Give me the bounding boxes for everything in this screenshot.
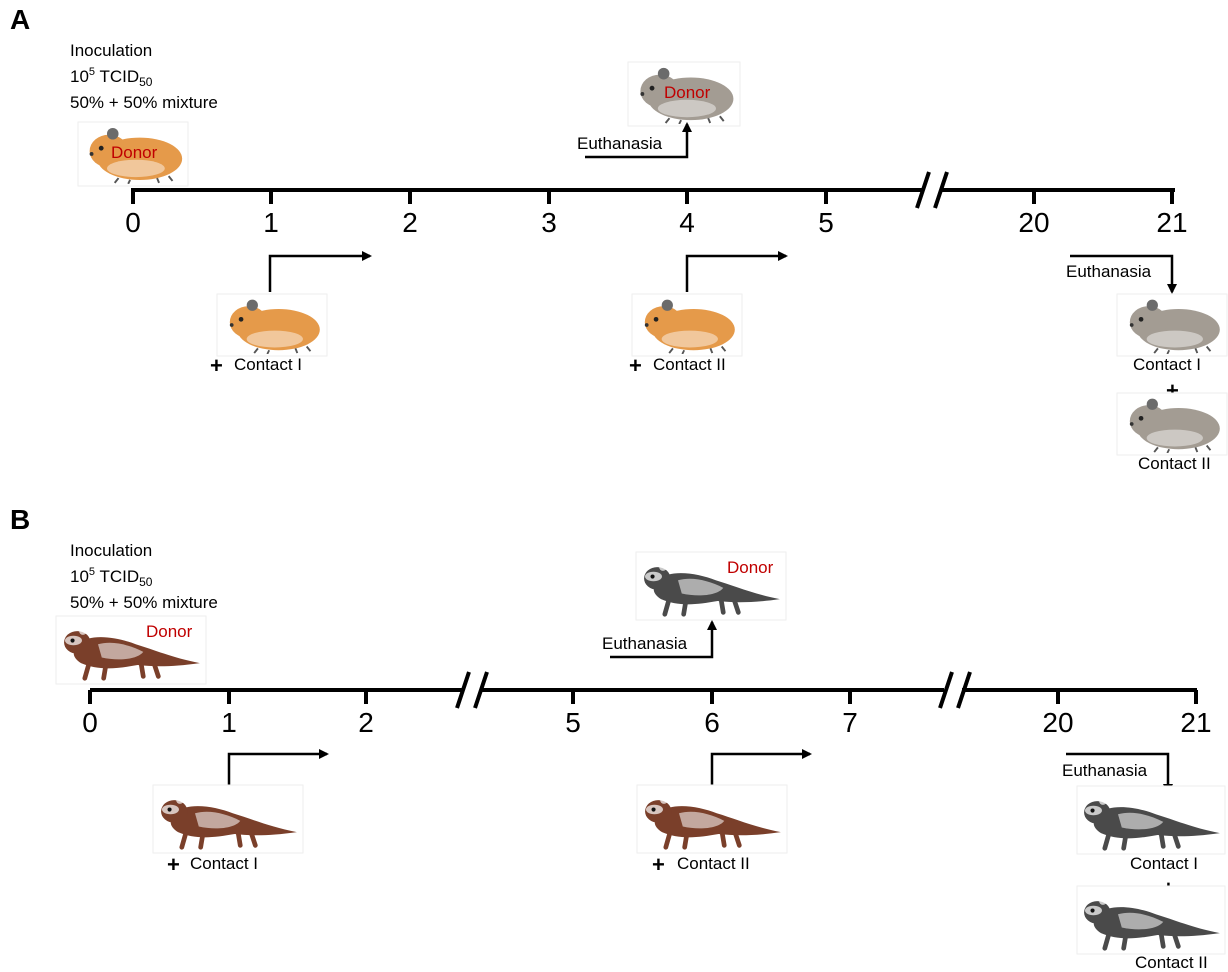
contact-ii-label: Contact II	[653, 355, 726, 374]
euthanasia-end-a: Euthanasia Contact I + Contact II	[1066, 256, 1227, 473]
contact-ii-label: Contact II	[677, 854, 750, 873]
inoculation-dose: 105 TCID50	[70, 66, 153, 89]
panel-a-inoculation-note: Inoculation 105 TCID50 50% + 50% mixture	[70, 41, 218, 112]
tick-label: 21	[1180, 707, 1211, 738]
panel-b: B Inoculation 105 TCID50 50% + 50% mixtu…	[10, 504, 1225, 972]
donor-hamster-euthanized: Donor	[628, 62, 740, 126]
tick-label: 5	[565, 707, 581, 738]
tick-label: 0	[82, 707, 98, 738]
donor-label: Donor	[111, 143, 158, 162]
tick-label: 6	[704, 707, 720, 738]
plus-sign: +	[652, 852, 665, 877]
inoculation-title: Inoculation	[70, 541, 152, 560]
euthanasia-label: Euthanasia	[1066, 262, 1152, 281]
inoculation-mixture: 50% + 50% mixture	[70, 593, 218, 612]
tick-label: 0	[125, 207, 141, 238]
euthanasia-end-b: Euthanasia Contact I + Contact II	[1062, 754, 1225, 972]
timeline-a: 0 1 2 3 4 5 20 21	[125, 172, 1187, 238]
contact-ii-ferret: + Contact II	[637, 754, 810, 877]
tick-label: 21	[1156, 207, 1187, 238]
panel-a: A Inoculation 105 TCID50 50% + 50% mixtu…	[10, 4, 1227, 473]
timeline-b: 0 1 2 5 6 7 20 21	[82, 672, 1211, 738]
euthanasia-label: Euthanasia	[577, 134, 663, 153]
plus-sign: +	[167, 852, 180, 877]
contact-i-label: Contact I	[1130, 854, 1198, 873]
inoculation-dose: 105 TCID50	[70, 566, 153, 589]
euthanasia-label: Euthanasia	[1062, 761, 1148, 780]
tick-label: 4	[679, 207, 695, 238]
tick-label: 20	[1042, 707, 1073, 738]
tick-label: 2	[402, 207, 418, 238]
euthanasia-label: Euthanasia	[602, 634, 688, 653]
donor-ferret: Donor	[56, 616, 206, 684]
inoculation-title: Inoculation	[70, 41, 152, 60]
euthanasia-arrow-donor: Euthanasia	[602, 622, 712, 657]
panel-a-letter: A	[10, 4, 30, 35]
inoculation-mixture: 50% + 50% mixture	[70, 93, 218, 112]
donor-label: Donor	[664, 83, 711, 102]
panel-b-inoculation-note: Inoculation 105 TCID50 50% + 50% mixture	[70, 541, 218, 612]
tick-label: 5	[818, 207, 834, 238]
donor-label: Donor	[146, 622, 193, 641]
contact-i-label: Contact I	[1133, 355, 1201, 374]
contact-i-hamster: + Contact I	[210, 256, 370, 378]
donor-hamster: Donor	[78, 122, 188, 186]
tick-label: 1	[263, 207, 279, 238]
contact-ii-label: Contact II	[1135, 953, 1208, 972]
contact-ii-hamster: + Contact II	[629, 256, 786, 378]
plus-sign: +	[629, 353, 642, 378]
plus-sign: +	[210, 353, 223, 378]
contact-i-label: Contact I	[234, 355, 302, 374]
contact-ii-label: Contact II	[1138, 454, 1211, 473]
euthanasia-arrow-donor: Euthanasia	[577, 124, 687, 157]
tick-label: 20	[1018, 207, 1049, 238]
donor-label: Donor	[727, 558, 774, 577]
contact-i-ferret: + Contact I	[153, 754, 327, 877]
tick-label: 3	[541, 207, 557, 238]
tick-label: 2	[358, 707, 374, 738]
contact-i-label: Contact I	[190, 854, 258, 873]
donor-ferret-euthanized: Donor	[636, 552, 786, 620]
panel-b-letter: B	[10, 504, 30, 535]
tick-label: 1	[221, 707, 237, 738]
tick-label: 7	[842, 707, 858, 738]
